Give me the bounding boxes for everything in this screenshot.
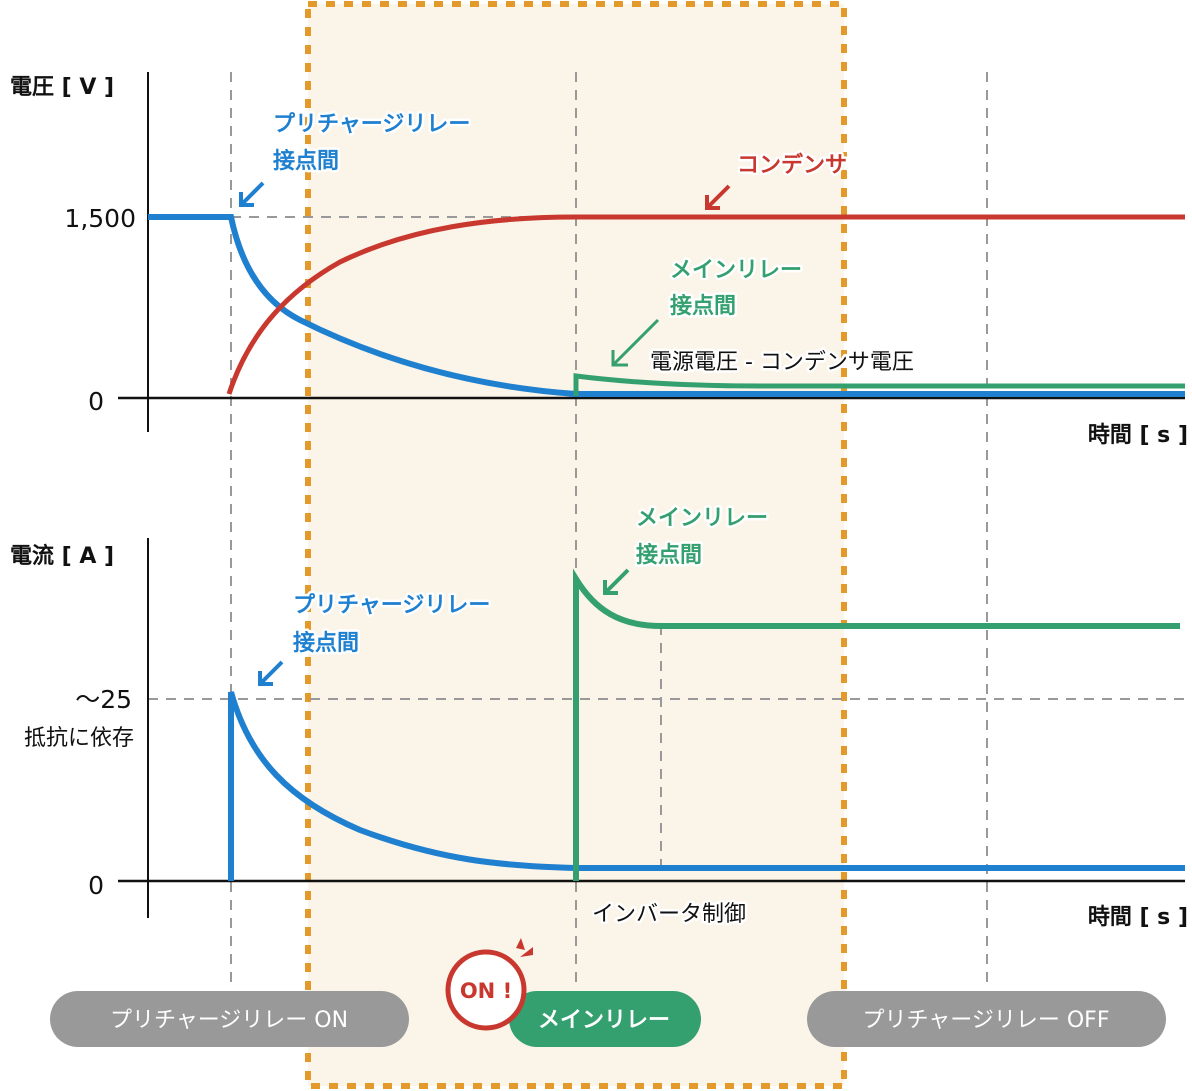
capacitor-voltage-curve	[226, 214, 1185, 395]
precharge-off-event: プリチャージリレー OFF	[807, 991, 1166, 1047]
current-tick-0: 0	[88, 871, 104, 900]
precharge-on-event: プリチャージリレー ON	[50, 991, 409, 1047]
main-relay-voltage-curve	[573, 373, 1185, 396]
current-x-axis-title: 時間 [ s ]	[1088, 905, 1188, 930]
voltage-precharge-label-2: 接点間	[273, 148, 339, 174]
on-badge-label: ON !	[460, 979, 512, 1003]
voltage-main-relay-label-2: 接点間	[670, 293, 736, 319]
current-main-relay-label: メインリレー	[636, 506, 768, 531]
voltage-main-relay-label: メインリレー	[670, 258, 802, 283]
current-precharge-label-2: 接点間	[293, 630, 359, 656]
current-precharge-label: プリチャージリレー	[293, 593, 490, 618]
precharge-on-label: プリチャージリレー ON	[110, 1008, 348, 1033]
current-tick-25-note: 抵抗に依存	[24, 726, 134, 751]
current-main-relay-label-2: 接点間	[636, 542, 702, 568]
main-relay-event: メインリレー ON !	[445, 938, 701, 1047]
precharge-voltage-curve	[148, 214, 1185, 397]
main-relay-arrow-icon	[611, 318, 660, 367]
inverter-control-label: インバータ制御	[592, 902, 746, 927]
current-precharge-arrow-icon	[258, 660, 284, 686]
voltage-chart: 電圧 [ V ] 時間 [ s ] 1,500 0 プリチャージリレー 接点間 …	[10, 72, 1188, 448]
on-badge	[445, 949, 527, 1031]
burst-icon	[516, 938, 533, 957]
main-relay-event-label: メインリレー	[538, 1008, 670, 1033]
capacitor-label: コンデンサ	[737, 152, 847, 178]
current-main-relay-arrow-icon	[603, 568, 630, 595]
main-relay-current-curve	[573, 568, 1180, 881]
difference-voltage-label: 電源電圧 - コンデンサ電圧	[650, 350, 914, 375]
precharge-off-label: プリチャージリレー OFF	[863, 1008, 1110, 1033]
capacitor-arrow-icon	[705, 184, 731, 210]
voltage-y-axis-title: 電圧 [ V ]	[10, 75, 114, 100]
current-y-axis-title: 電流 [ A ]	[10, 543, 114, 569]
current-tick-25: ～25	[75, 685, 132, 714]
voltage-precharge-label: プリチャージリレー	[273, 112, 470, 137]
voltage-tick-1500: 1,500	[64, 204, 136, 233]
voltage-x-axis-title: 時間 [ s ]	[1088, 423, 1188, 448]
current-chart: 電流 [ A ] 時間 [ s ] ～25 抵抗に依存 0 プリチャージリレー …	[10, 504, 1188, 931]
voltage-tick-0: 0	[88, 387, 104, 416]
precharge-current-curve	[228, 691, 1185, 881]
precharge-arrow-icon	[239, 181, 265, 207]
